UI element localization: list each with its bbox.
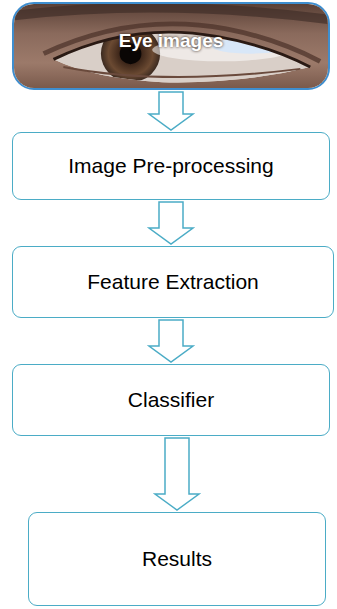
block-arrow [155,438,199,510]
node-label: Feature Extraction [79,269,267,294]
block-arrow [149,202,193,244]
node-label: Image Pre-processing [60,153,281,178]
node-label: Results [134,546,220,571]
process-box: Results [28,512,326,606]
node-label: Eye images [111,30,232,53]
node-label: Classifier [120,387,222,412]
block-arrow [149,92,193,130]
image-node: Eye images [12,2,330,90]
process-box: Feature Extraction [12,246,334,318]
block-arrow [149,320,193,362]
process-box: Classifier [12,364,330,436]
process-box: Image Pre-processing [12,132,330,200]
